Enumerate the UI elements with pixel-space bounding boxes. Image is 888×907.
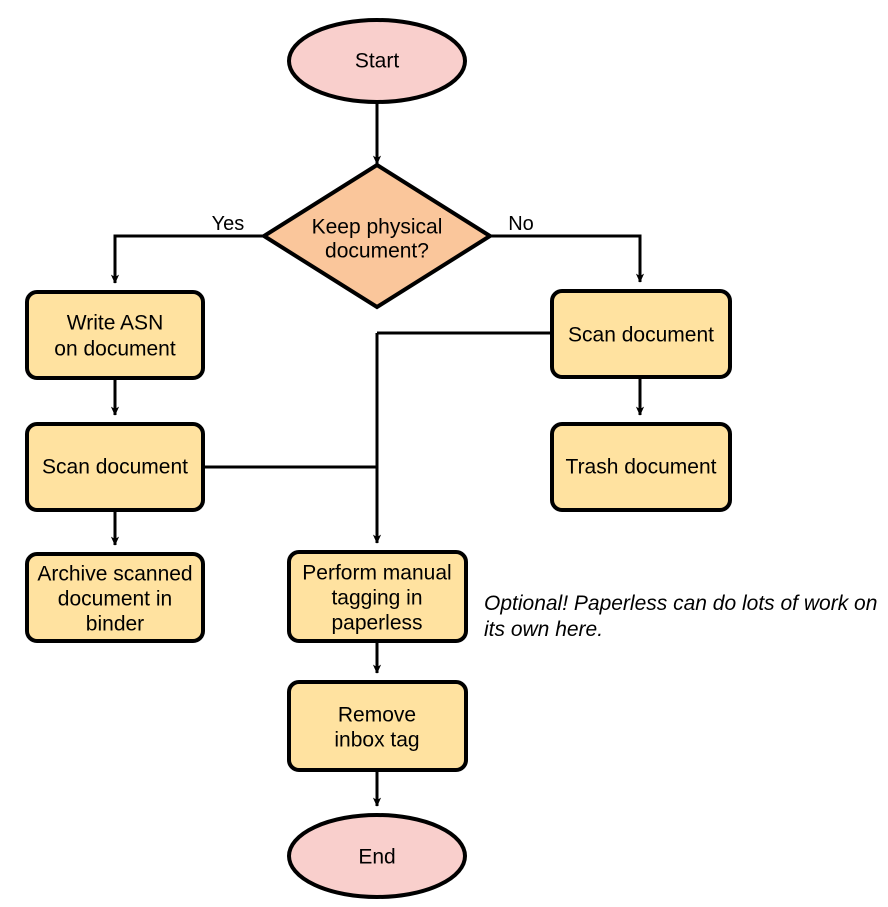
remove-inbox-label-line2: inbox tag [334, 729, 419, 752]
tagging-box [287, 550, 468, 643]
optional-note-line2: its own here. [484, 618, 603, 641]
scan-document-left-box [25, 422, 205, 512]
archive-label-line1: Archive scanned [37, 563, 192, 586]
start-label: Start [355, 50, 400, 73]
node-end[interactable]: End [287, 813, 467, 899]
decision-label-line2: document? [325, 240, 429, 263]
tagging-label-line1: Perform manual [302, 562, 451, 585]
start-ellipse [287, 18, 467, 104]
remove-inbox-box [287, 680, 468, 772]
trash-document-box [550, 422, 732, 512]
trash-document-label: Trash document [566, 456, 717, 479]
write-asn-label-line2: on document [54, 338, 176, 361]
write-asn-label-line1: Write ASN [67, 312, 163, 335]
scan-document-left-label: Scan document [42, 456, 188, 479]
edge-decision-yes-to-write-asn [110, 234, 266, 284]
node-remove-inbox-tag[interactable]: Remove inbox tag [287, 680, 468, 772]
node-start[interactable]: Start [287, 18, 467, 104]
archive-label-line2: document in [58, 588, 172, 611]
node-decision-keep-physical-document[interactable]: Keep physical document? [260, 162, 494, 310]
edge-label-no: No [508, 213, 534, 235]
node-trash-document[interactable]: Trash document [550, 422, 732, 512]
node-scan-document-left[interactable]: Scan document [25, 422, 205, 512]
node-perform-manual-tagging[interactable]: Perform manual tagging in paperless [287, 550, 468, 643]
remove-inbox-label-line1: Remove [338, 704, 416, 727]
archive-label-line3: binder [86, 613, 144, 636]
scan-document-right-box [550, 289, 732, 379]
decision-diamond [260, 162, 494, 310]
end-ellipse [287, 813, 467, 899]
decision-label-line1: Keep physical [312, 216, 443, 239]
node-scan-document-right[interactable]: Scan document [550, 289, 732, 379]
edge-label-yes: Yes [212, 213, 245, 235]
archive-box [25, 552, 205, 643]
write-asn-box [25, 290, 205, 380]
node-archive-scanned-document[interactable]: Archive scanned document in binder [25, 552, 205, 643]
scan-document-right-label: Scan document [568, 324, 714, 347]
end-label: End [358, 846, 395, 869]
edge-decision-no-to-scan-right [489, 234, 645, 283]
tagging-label-line2: tagging in [331, 587, 422, 610]
node-write-asn[interactable]: Write ASN on document [25, 290, 205, 380]
tagging-label-line3: paperless [331, 612, 422, 635]
optional-note-line1: Optional! Paperless can do lots of work … [484, 592, 877, 615]
